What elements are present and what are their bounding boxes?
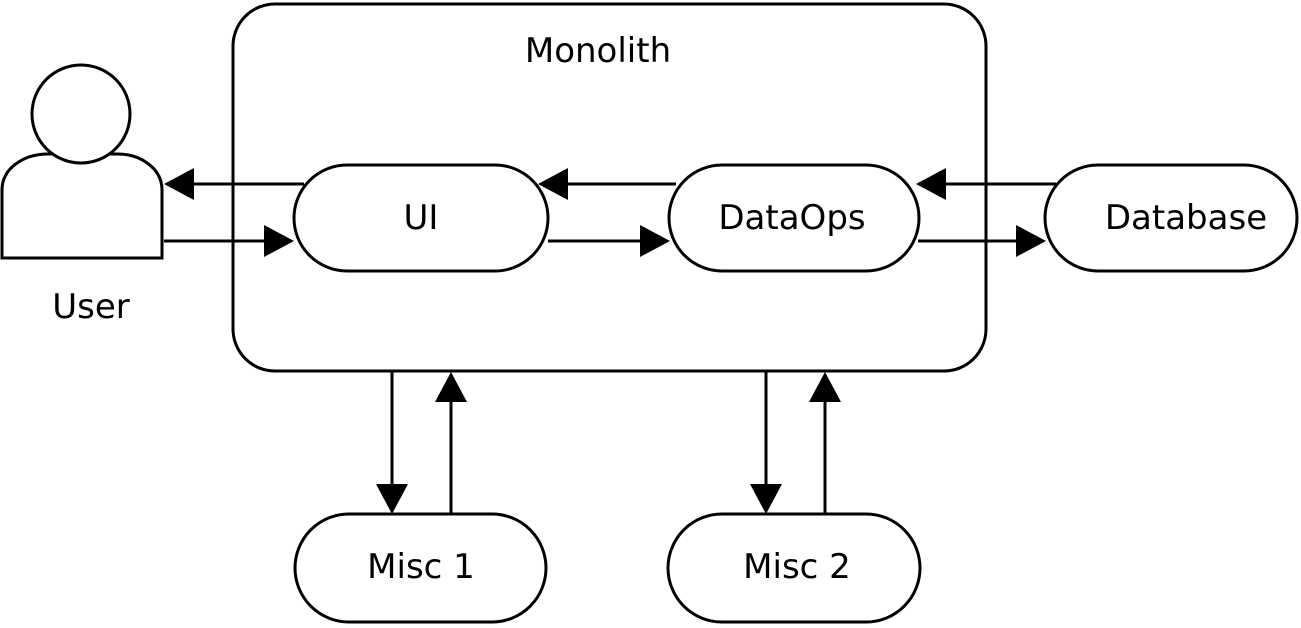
- node-dataops: DataOps: [667, 163, 921, 273]
- user-head: [30, 63, 132, 165]
- user-label: User: [52, 287, 130, 327]
- arrow-monolith-to-misc1: [376, 371, 408, 514]
- node-dataops-label: DataOps: [718, 198, 865, 238]
- arrow-ui-to-dataops: [548, 225, 670, 257]
- arrow-dataops-to-database: [918, 225, 1046, 257]
- monolith-container: Monolith: [231, 2, 988, 373]
- arrow-database-to-dataops: [916, 168, 1056, 200]
- arrow-monolith-to-misc2: [750, 371, 782, 514]
- node-misc1-label: Misc 1: [367, 547, 475, 587]
- node-database-shape: [1043, 163, 1299, 273]
- node-database-label: Database: [1105, 198, 1267, 238]
- node-ui-shape: [292, 163, 550, 273]
- node-misc2-label: Misc 2: [743, 547, 851, 587]
- user-body: [0, 152, 164, 260]
- arrow-user-to-ui: [164, 225, 294, 257]
- node-misc1: Misc 1: [293, 512, 548, 624]
- node-dataops-shape: [667, 163, 921, 273]
- node-misc2-shape: [666, 512, 922, 624]
- monolith-label: Monolith: [525, 31, 671, 71]
- arrow-ui-to-user: [164, 168, 304, 200]
- user-actor: User: [0, 63, 164, 327]
- node-database: Database: [1043, 163, 1299, 273]
- user-icon: [0, 63, 164, 260]
- node-misc2: Misc 2: [666, 512, 922, 624]
- arrow-dataops-to-ui: [538, 168, 676, 200]
- monolith-boundary: [231, 2, 988, 373]
- arrow-misc1-to-monolith: [435, 372, 467, 514]
- node-ui: UI: [292, 163, 550, 273]
- node-ui-label: UI: [404, 198, 439, 238]
- arrow-misc2-to-monolith: [809, 372, 841, 514]
- node-misc1-shape: [293, 512, 548, 624]
